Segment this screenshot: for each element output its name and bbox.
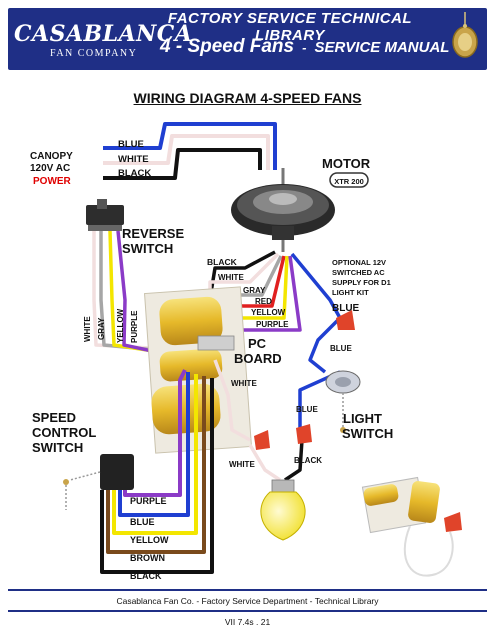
page-number: VII 7.4s . 21 <box>224 617 271 627</box>
motor-wire-label-white: WHITE <box>218 273 244 282</box>
speed-wire-label-blue: BLUE <box>130 517 155 527</box>
service-manual-label: SERVICE MANUAL <box>314 39 450 56</box>
reverse-switch <box>86 199 124 231</box>
motor-badge <box>329 172 369 188</box>
white-wire-label-2: WHITE <box>229 460 255 469</box>
wire-nuts <box>254 310 355 450</box>
motor-wire-label-yellow: YELLOW <box>251 308 286 317</box>
casablanca-logo: CASABLANCA FAN COMPANY <box>14 22 192 64</box>
footer-text: Casablanca Fan Co. - Factory Service Dep… <box>116 596 379 606</box>
speed-wire-label-black: BLACK <box>130 571 162 581</box>
optional-note-line-2: SWITCHED AC <box>332 268 385 277</box>
motor <box>231 168 335 252</box>
reverse-wire-label-yellow: YELLOW <box>116 308 125 343</box>
speed-control-switch <box>63 454 134 510</box>
logo-wordmark: CASABLANCA <box>14 21 193 47</box>
canopy-wire-label-blue: BLUE <box>118 139 144 150</box>
speed-wire-label-brown: BROWN <box>130 553 165 563</box>
light-switch <box>325 370 361 433</box>
reverse-switch-label-1: REVERSE <box>122 226 184 241</box>
reverse-wire-label-white: WHITE <box>83 316 92 342</box>
canopy-wire-label-white: WHITE <box>118 154 149 165</box>
motor-badge-label: XTR 200 <box>334 177 364 186</box>
motor-wire-label-black: BLACK <box>207 257 238 267</box>
optional-note-line-4: LIGHT KIT <box>332 288 369 297</box>
pc-board-label-1: PC <box>248 336 267 351</box>
optional-note-line-3: SUPPLY FOR D1 <box>332 278 391 287</box>
power-label: POWER <box>33 176 72 187</box>
motor-wire-label-red: RED <box>255 297 272 306</box>
title-separator: - <box>302 40 307 55</box>
diagram-title: WIRING DIAGRAM 4-SPEED FANS <box>133 90 362 106</box>
light-switch-label-1: LIGHT <box>343 411 382 426</box>
white-wire-label-1: WHITE <box>231 379 257 388</box>
canopy-wire-label-black: BLACK <box>118 168 151 179</box>
light-switch-label-2: SWITCH <box>342 426 393 441</box>
footer-rule-top <box>8 589 487 591</box>
reverse-switch-wires <box>92 230 167 356</box>
light-bulb <box>260 479 306 541</box>
canopy-wire-bundle <box>103 122 277 180</box>
logo-subtitle: FAN COMPANY <box>50 48 138 59</box>
library-title: FACTORY SERVICE TECHNICAL LIBRARY <box>167 10 413 44</box>
medallion-icon <box>452 12 478 58</box>
reverse-wire-label-purple: PURPLE <box>130 310 139 343</box>
motor-wire-label-gray: GRAY <box>243 286 266 295</box>
speed-wire-label-yellow: YELLOW <box>130 535 169 545</box>
pc-board-label-2: BOARD <box>234 351 282 366</box>
header-banner <box>8 8 487 70</box>
speed-control-label-2: CONTROL <box>32 425 96 440</box>
wiring-diagram: CANOPY 120V AC POWER BLUE WHITE BLACK MO… <box>30 122 462 581</box>
canopy-label-line-1: CANOPY <box>30 151 73 162</box>
reverse-wire-label-gray: GRAY <box>97 317 106 340</box>
reverse-switch-label-2: SWITCH <box>122 241 173 256</box>
manual-title-row: 4 - Speed Fans-SERVICE MANUAL <box>160 36 449 58</box>
speed-wire-label-purple: PURPLE <box>130 496 167 506</box>
motor-label: MOTOR <box>322 156 371 171</box>
speed-switch-wire-bundle <box>100 369 214 574</box>
right-wire-label-black: BLACK <box>294 456 322 465</box>
right-wire-label-blue-3: BLUE <box>296 405 318 414</box>
footer-rule-bottom <box>8 610 487 612</box>
manual-title: 4 - Speed Fans <box>160 36 295 57</box>
right-wire-label-blue-1: BLUE <box>332 303 360 314</box>
right-wire-label-blue-2: BLUE <box>330 344 352 353</box>
canopy-label-line-2: 120V AC <box>30 163 70 174</box>
light-kit-module <box>361 476 462 577</box>
motor-wire-label-purple: PURPLE <box>256 320 289 329</box>
optional-note-line-1: OPTIONAL 12V <box>332 258 386 267</box>
speed-control-label-1: SPEED <box>32 410 76 425</box>
speed-control-label-3: SWITCH <box>32 440 83 455</box>
